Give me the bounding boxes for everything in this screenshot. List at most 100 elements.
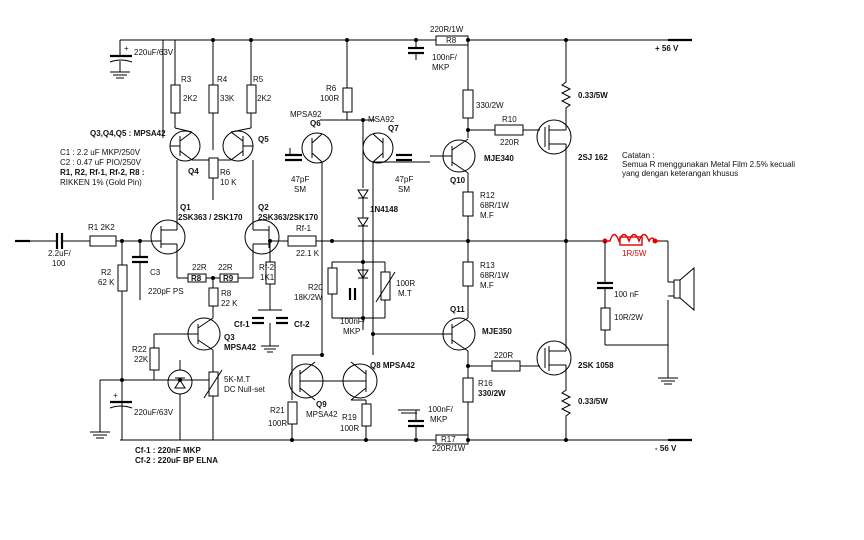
q6-type: MPSA92 — [290, 110, 322, 119]
q4-label: Q4 — [188, 167, 199, 176]
c-bottom-value: 220uF/63V — [134, 408, 174, 417]
r17-value: 220R/1W — [432, 444, 466, 453]
r1-label: R1 2K2 — [88, 223, 115, 232]
r16-label: R16 — [478, 379, 493, 388]
cf2-label: Cf-2 — [294, 320, 310, 329]
transistor-q6 — [301, 132, 333, 164]
capacitor-top-electrolytic: + — [109, 40, 133, 79]
r3-label: R3 — [181, 75, 192, 84]
resistor-r8-22k — [208, 287, 219, 307]
resistor-r6-10k — [208, 157, 219, 179]
capacitor-100nf-top — [408, 40, 424, 60]
r6b-value: 100R — [320, 94, 339, 103]
catatan-line-1: Semua R menggunakan Metal Film 2.5% kecu… — [622, 160, 795, 169]
r10-value: 220R — [500, 138, 519, 147]
c-top-value: 220uF/63V — [134, 48, 174, 57]
resistor-r21 — [287, 401, 298, 425]
resistor-r13 — [462, 261, 474, 287]
mosfet-2sj162 — [536, 110, 572, 160]
c100-bottom-value: 100nF/ — [428, 405, 454, 414]
c-in-type: 100 — [52, 259, 66, 268]
rf2-value: 1K1 — [260, 273, 275, 282]
r033-bottom-value: 0.33/5W — [578, 397, 608, 406]
r13-type: M.F — [480, 281, 494, 290]
svg-text:+: + — [113, 391, 118, 400]
positive-supply-label: + 56 V — [655, 44, 679, 53]
r100mt-value: 100R — [396, 279, 415, 288]
r8-top-value: 220R/1W — [430, 25, 464, 34]
note-transistors: Q3,Q4,Q5 : MPSA42 — [90, 129, 166, 138]
q8-label: Q8 MPSA42 — [370, 361, 415, 370]
capacitor-cf1 — [252, 316, 264, 325]
resistor-033-top — [560, 40, 572, 115]
catatan-title: Catatan : — [622, 151, 654, 160]
r12-label: R12 — [480, 191, 495, 200]
note-c1: C1 : 2.2 uF MKP/250V — [60, 148, 141, 157]
resistor-r2 — [117, 264, 128, 292]
c3-value: 220pF PS — [148, 287, 184, 296]
resistor-220r-lower — [491, 360, 521, 372]
c47a-value: 47pF — [291, 175, 309, 184]
transistor-q7 — [362, 132, 394, 164]
d1-label: 1N4148 — [370, 205, 399, 214]
c100-top-value: 100nF/ — [432, 53, 458, 62]
r10-label: R10 — [502, 115, 517, 124]
c3-label: C3 — [150, 268, 161, 277]
r19-value: 100R — [340, 424, 359, 433]
jfet-q2 — [244, 215, 280, 268]
r5-value: 2K2 — [257, 94, 272, 103]
capacitor-47pf-right — [396, 153, 412, 162]
q2-type: 2SK363/2SK170 — [258, 213, 319, 222]
q7-label: Q7 — [388, 124, 399, 133]
r330-top-value: 330/2W — [476, 101, 504, 110]
note-cf1: Cf-1 : 220nF MKP — [135, 446, 201, 455]
rf1-label: Rf-1 — [296, 224, 312, 233]
note-c2: C2 : 0.47 uF PIO/250V — [60, 158, 142, 167]
r8b-label: R8 — [221, 289, 232, 298]
q9-label: Q9 — [316, 400, 327, 409]
q1-type: 2SK363 / 2SK170 — [178, 213, 243, 222]
resistor-rf1 — [287, 235, 317, 247]
r20-value: 18K/2W — [294, 293, 323, 302]
c47b-type: SM — [398, 185, 410, 194]
resistor-r1 — [89, 235, 117, 247]
c-in-value: 2.2uF/ — [48, 249, 71, 258]
transistor-q4 — [169, 127, 201, 162]
q7-type: MSA92 — [368, 115, 395, 124]
resistor-033-bottom — [560, 385, 572, 440]
r8b-value: 22 K — [221, 299, 238, 308]
trimmer-100r-mt — [380, 271, 391, 301]
resistor-r12 — [462, 191, 474, 217]
r5-label: R5 — [253, 75, 264, 84]
note-cf2: Cf-2 : 220uF BP ELNA — [135, 456, 218, 465]
speaker-icon — [668, 266, 695, 312]
r13-value: 68R/1W — [480, 271, 509, 280]
q2-label: Q2 — [258, 203, 269, 212]
r2-value: 62 K — [98, 278, 115, 287]
junction-dots — [120, 38, 568, 442]
r033-top-value: 0.33/5W — [578, 91, 608, 100]
r22-label: R22 — [132, 345, 147, 354]
note-resistors-b: RIKKEN 1% (Gold Pin) — [60, 178, 142, 187]
q11-label: Q11 — [450, 305, 465, 314]
r22-value: 22K — [134, 355, 149, 364]
r5k-purpose: DC Null-set — [224, 385, 266, 394]
capacitor-100nf-mkp-mid — [348, 288, 357, 300]
transistor-q5 — [222, 127, 254, 162]
r4-value: 33K — [220, 94, 235, 103]
c100-top-type: MKP — [432, 63, 449, 72]
capacitor-bottom-electrolytic: + — [109, 391, 133, 409]
r8-source-label: R8 — [191, 274, 202, 283]
c47a-type: SM — [294, 185, 306, 194]
diode-1n4148-2 — [357, 217, 369, 227]
capacitor-100nf-zobel — [597, 281, 613, 290]
r21-label: R21 — [270, 406, 285, 415]
q5-label: Q5 — [258, 135, 269, 144]
q6-label: Q6 — [310, 119, 321, 128]
capacitor-input — [55, 233, 64, 249]
q-2sj-label: 2SJ 162 — [578, 153, 608, 162]
rf1-value: 22.1 K — [296, 249, 320, 258]
c100-mid-value: 100nF/ — [340, 317, 366, 326]
resistor-r5 — [246, 84, 257, 114]
